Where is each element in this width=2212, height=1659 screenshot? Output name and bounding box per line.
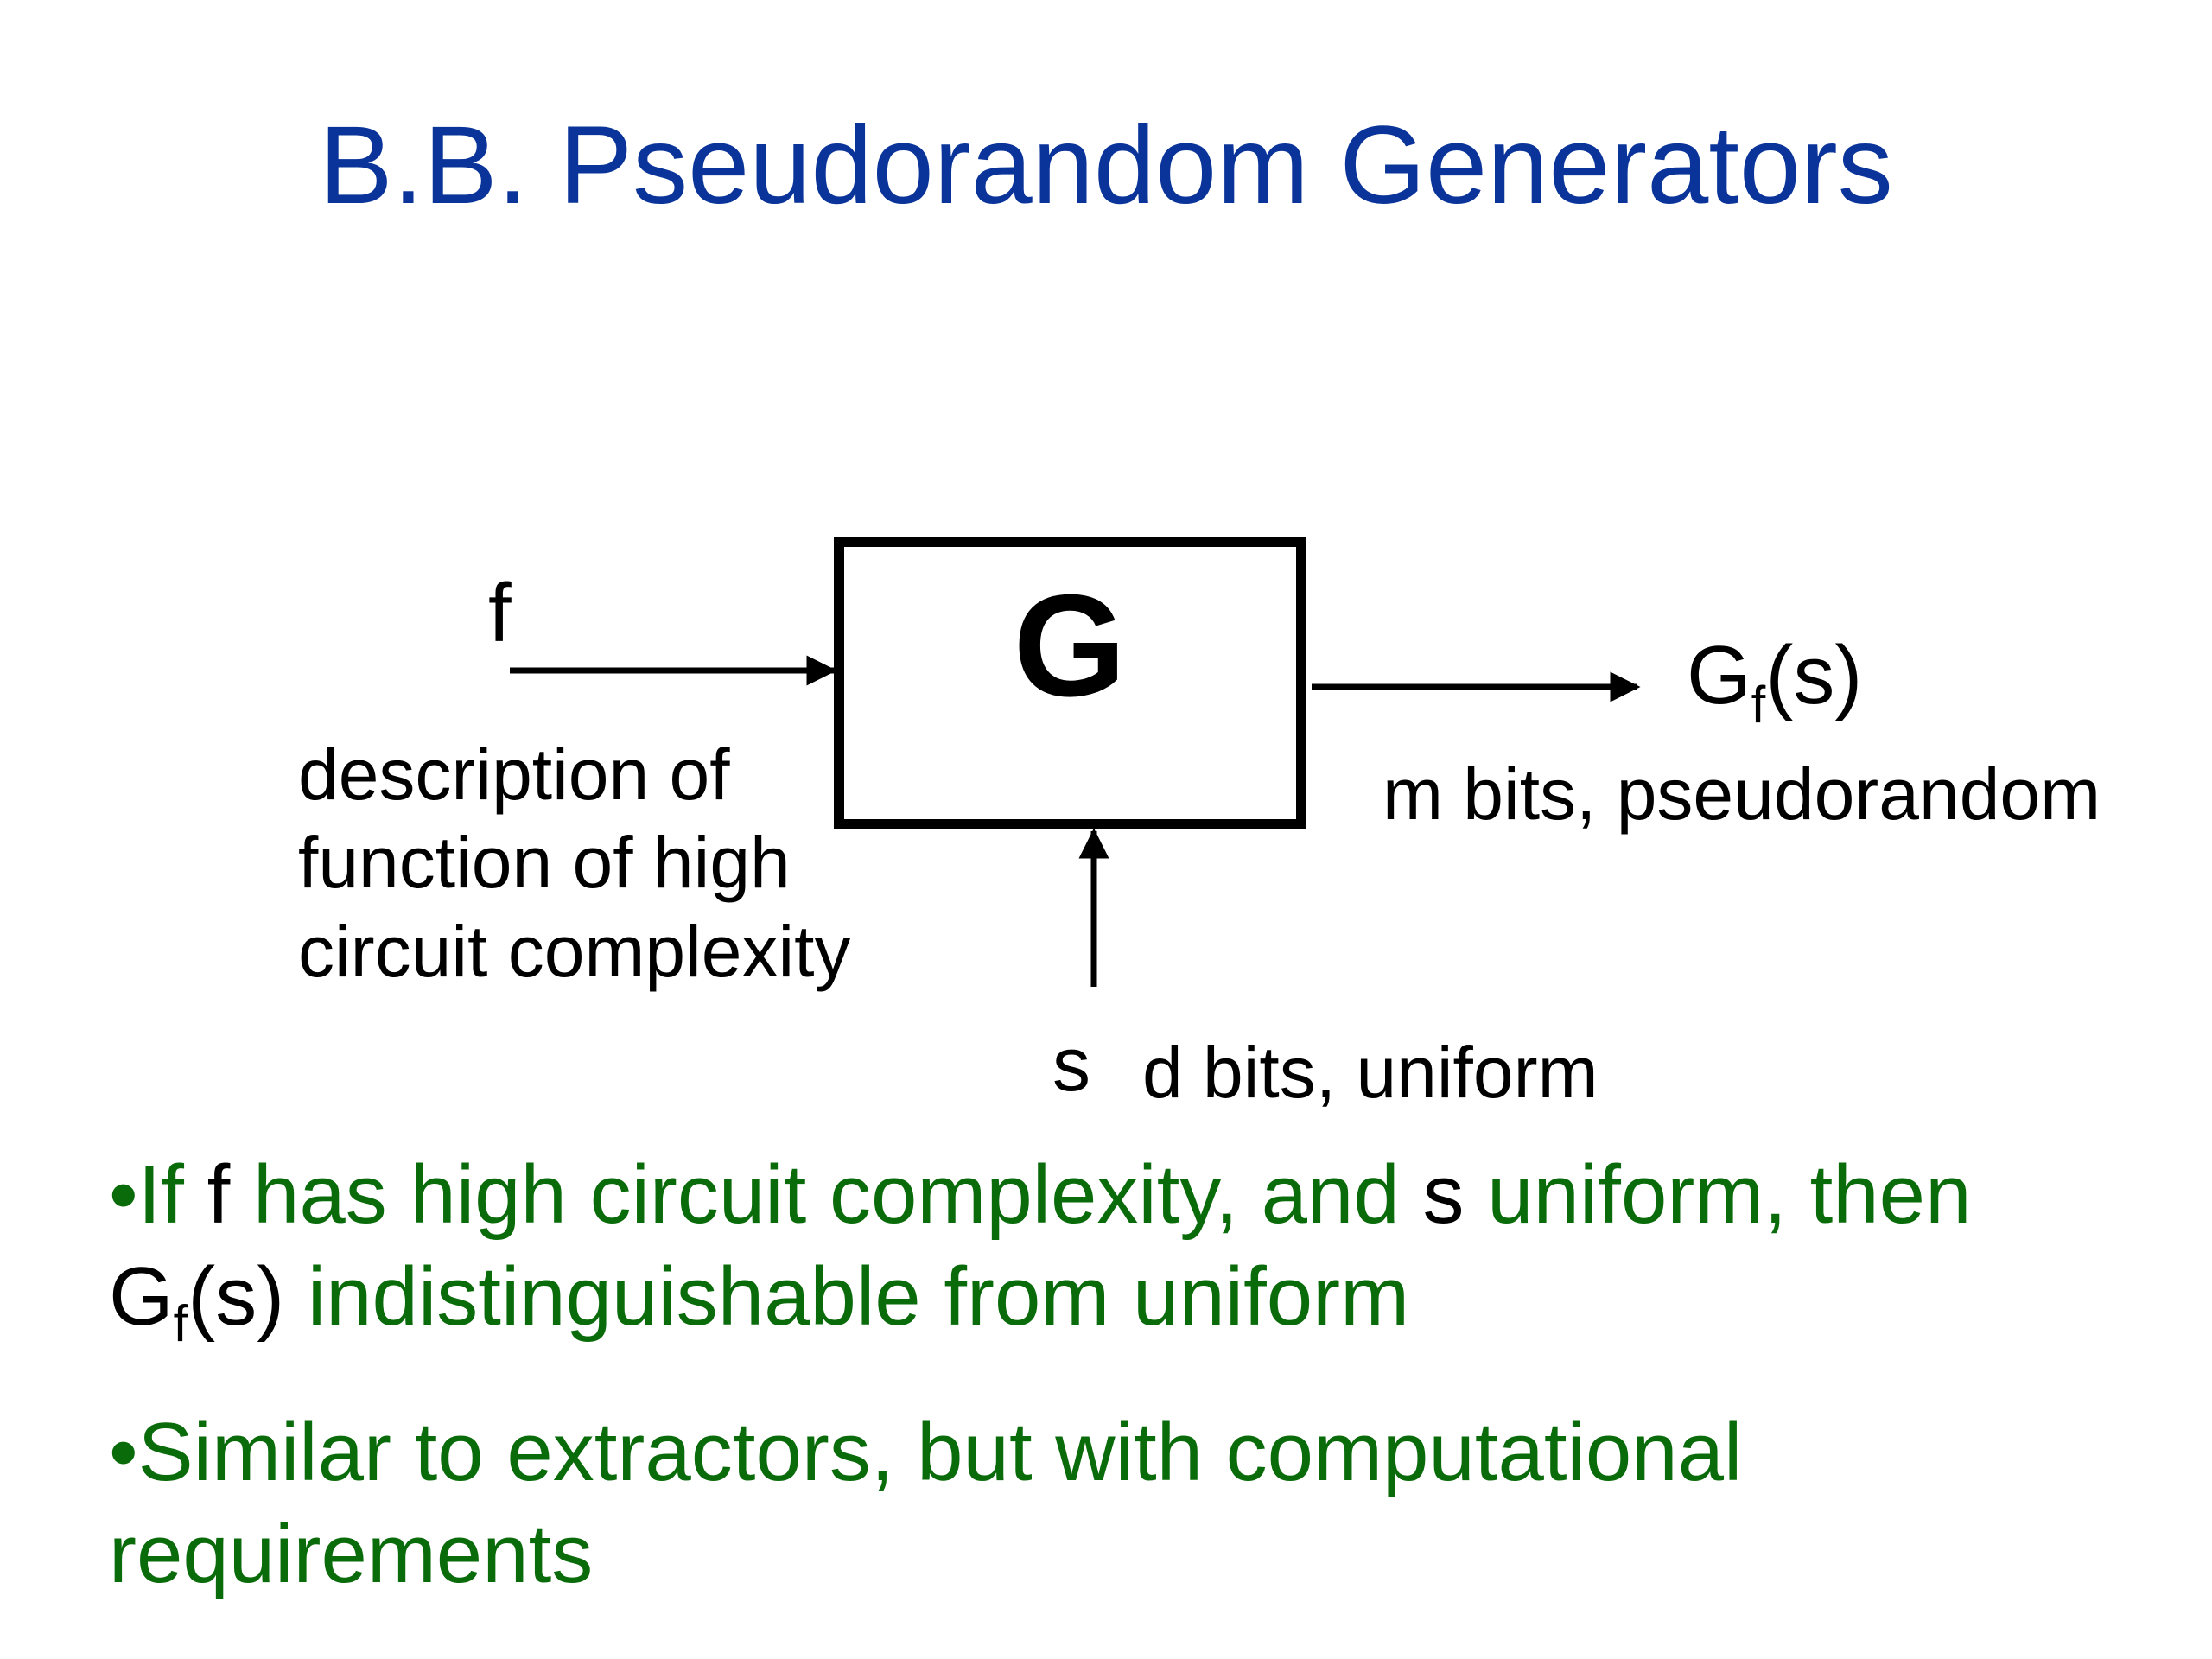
bullet-text: has high circuit complexity, and (230, 1148, 1423, 1241)
variable-f: f (207, 1148, 231, 1241)
slide-title: B.B. Pseudorandom Generators (319, 104, 1893, 227)
input-s-description: d bits, uniform (1142, 1032, 1599, 1113)
input-f-description-line: function of high (298, 822, 791, 903)
generator-output-main: G (109, 1250, 174, 1343)
variable-s: s (1422, 1148, 1465, 1241)
bullet-marker: • (109, 1406, 138, 1498)
output-label-subscript: f (1751, 676, 1766, 734)
bullet-marker: • (109, 1148, 138, 1241)
input-f-label: f (488, 567, 512, 659)
generator-output-subscript: f (173, 1294, 188, 1353)
output-label-argument: (s) (1765, 629, 1862, 721)
bullet-text: uniform, then (1464, 1148, 1972, 1241)
generator-box-label: G (1014, 564, 1127, 727)
output-label: Gf(s) (1687, 629, 1862, 734)
output-description: m bits, pseudorandom (1382, 753, 2101, 835)
generator-output-argument: (s) (188, 1250, 285, 1343)
input-f-description-line: circuit complexity (298, 911, 850, 992)
input-f-description: description of function of high circuit … (298, 734, 850, 992)
generator-box (834, 537, 1306, 830)
output-label-main: G (1687, 629, 1751, 721)
bullet-circuit-complexity: •If f has high circuit complexity, and s… (109, 1144, 2113, 1349)
bullet-text: indistinguishable from uniform (284, 1250, 1410, 1343)
input-s-label: s (1052, 1021, 1090, 1107)
bullet-text: Similar to extractors, but with computat… (109, 1406, 1743, 1600)
bullet-similar-to-extractors: •Similar to extractors, but with computa… (109, 1402, 2113, 1605)
input-f-description-line: description of (298, 734, 730, 815)
bullet-text: If (137, 1148, 207, 1241)
